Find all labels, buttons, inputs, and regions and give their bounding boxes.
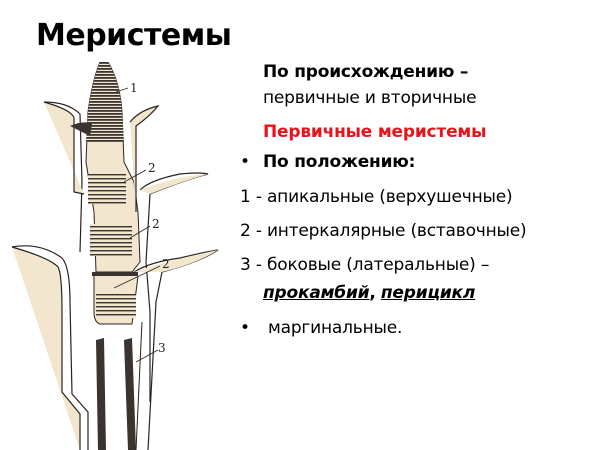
bullet-icon: • [240, 318, 251, 338]
comma: , [369, 283, 376, 303]
procambium-term: прокамбий [263, 283, 370, 303]
origin-dash: – [454, 62, 469, 82]
label-1: 1 [130, 81, 138, 95]
position-label: По положению: [263, 152, 416, 172]
label-2b: 2 [152, 217, 160, 231]
slide-title: Меристемы [36, 18, 232, 53]
primary-meristems-heading: Первичные меристемы [263, 122, 487, 142]
marginal-item: маргинальные. [268, 318, 403, 338]
position-item-intercalary: 2 - интеркалярные (вставочные) [240, 221, 527, 241]
bullet-icon: • [240, 152, 251, 172]
label-3: 3 [158, 341, 166, 355]
position-item-apical: 1 - апикальные (верхушечные) [240, 187, 513, 207]
origin-label: По происхождению – [263, 62, 468, 82]
position-item-lateral: 3 - боковые (латеральные) – [240, 255, 490, 275]
origin-label-text: По происхождению [263, 62, 455, 82]
lateral-examples: прокамбий, перицикл [263, 283, 475, 303]
label-2c: 2 [162, 257, 170, 271]
origin-value: первичные и вторичные [263, 88, 477, 108]
stem-apex-diagram: 1 2 2 2 3 [11, 62, 219, 450]
label-2a: 2 [148, 161, 156, 175]
pericycle-term: перицикл [380, 283, 476, 303]
